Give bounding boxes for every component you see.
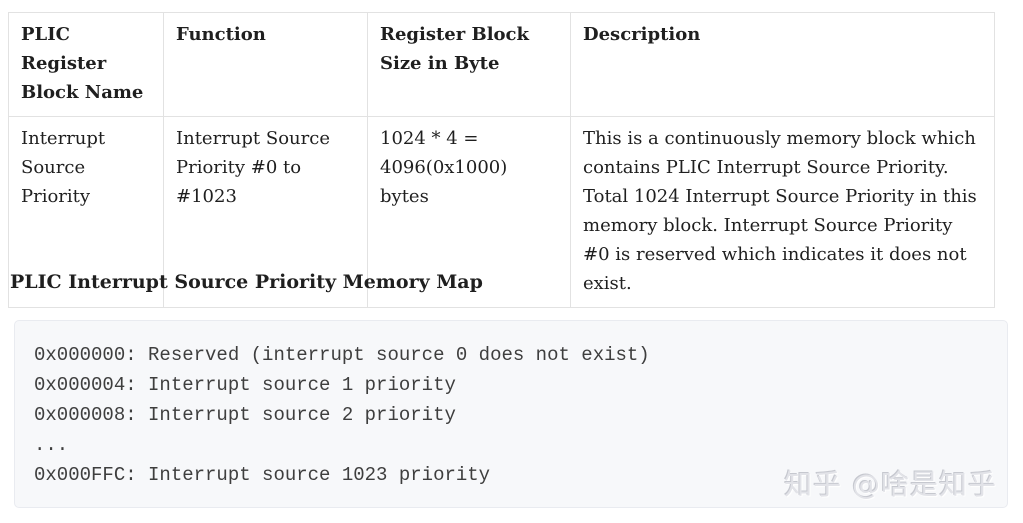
memory-map-heading: PLIC Interrupt Source Priority Memory Ma… xyxy=(10,271,483,293)
code-line-ellipsis: ... xyxy=(34,434,69,456)
memory-map-code-block: 0x000000: Reserved (interrupt source 0 d… xyxy=(14,320,1008,508)
table-row: Interrupt Source Priority Interrupt Sour… xyxy=(8,116,995,308)
cell-size-in-byte: 1024 * 4 = 4096(0x1000) bytes xyxy=(367,116,571,308)
cell-function: Interrupt Source Priority #0 to #1023 xyxy=(163,116,368,308)
code-line-source-2: 0x000008: Interrupt source 2 priority xyxy=(34,404,456,426)
column-header-description-label: Description xyxy=(583,24,701,45)
column-header-function-label: Function xyxy=(176,24,266,45)
column-header-function: Function xyxy=(163,12,368,117)
code-line-source-1023: 0x000FFC: Interrupt source 1023 priority xyxy=(34,464,491,486)
table-header-row: PLIC Register Block Name Function Regist… xyxy=(8,12,995,117)
column-header-block-name-label: PLIC Register Block Name xyxy=(21,24,144,103)
column-header-block-name: PLIC Register Block Name xyxy=(8,12,164,117)
cell-block-name: Interrupt Source Priority xyxy=(8,116,164,308)
cell-description: This is a continuously memory block whic… xyxy=(570,116,995,308)
plic-register-table: PLIC Register Block Name Function Regist… xyxy=(8,12,995,308)
code-line-reserved: 0x000000: Reserved (interrupt source 0 d… xyxy=(34,344,650,366)
column-header-size-label: Register Block Size in Byte xyxy=(380,24,529,74)
column-header-description: Description xyxy=(570,12,995,117)
code-line-source-1: 0x000004: Interrupt source 1 priority xyxy=(34,374,456,396)
column-header-size: Register Block Size in Byte xyxy=(367,12,571,117)
